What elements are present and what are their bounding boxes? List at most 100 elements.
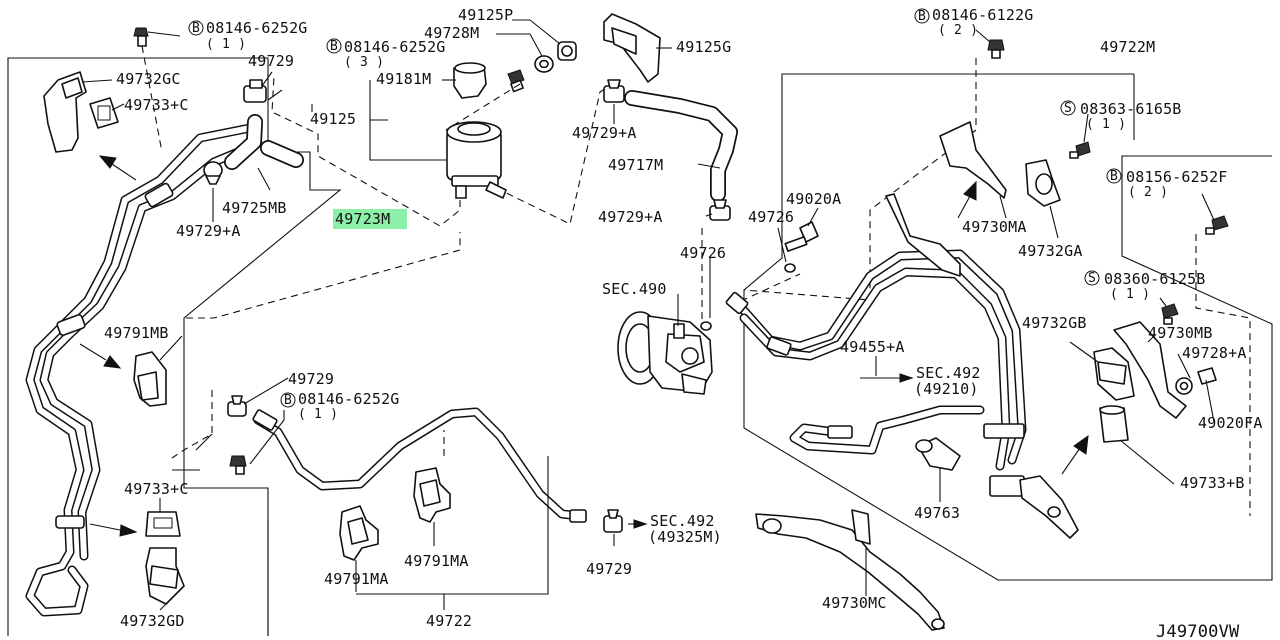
bolt-08156-6252F xyxy=(1205,215,1229,235)
label-49125P: 49125P xyxy=(458,6,513,24)
bracket-49732GB xyxy=(1093,347,1135,401)
clamp-49729-bot xyxy=(603,509,623,533)
label-49730MB: 49730MB xyxy=(1148,324,1213,342)
bracket-49732GC xyxy=(43,71,87,153)
insulator-49733C-top xyxy=(89,97,119,129)
label-49733B: 49733+B xyxy=(1180,474,1245,492)
prefix-s-2: S xyxy=(1088,271,1096,286)
label-08146-6252G-top-qty: ( 1 ) xyxy=(206,37,246,52)
label-49729-bot: 49729 xyxy=(586,560,632,578)
reservoir-tank-49125 xyxy=(446,121,507,199)
prefix-b-2: B xyxy=(330,39,338,54)
power-steering-pump xyxy=(617,311,713,395)
label-49728M: 49728M xyxy=(424,24,479,42)
clamp-49729A-mid xyxy=(603,79,625,103)
leaders-mid xyxy=(243,377,648,610)
bolt-08146-6122G xyxy=(987,39,1005,59)
label-08156-6252F: 08156-6252F xyxy=(1126,168,1228,186)
reservoir-outline xyxy=(271,75,617,227)
prefix-b-3: B xyxy=(284,393,292,408)
label-08146-6122G: 08146-6122G xyxy=(932,6,1034,24)
label-49020A: 49020A xyxy=(786,190,841,208)
leaders-hose xyxy=(613,104,721,320)
label-49020FA: 49020FA xyxy=(1198,414,1263,432)
assembly-arrows-right xyxy=(860,180,1089,475)
label-49728A: 49728+A xyxy=(1182,344,1247,362)
label-49732GC: 49732GC xyxy=(116,70,181,88)
return-tube-49722 xyxy=(252,407,587,523)
seal-49726 xyxy=(700,263,796,331)
bracket-49732GA xyxy=(1025,159,1061,207)
bolt-08146-6252G-low xyxy=(229,455,247,475)
clip-49791MB xyxy=(133,351,167,407)
label-08360-6125B-qty: ( 1 ) xyxy=(1110,287,1150,302)
label-49732GA: 49732GA xyxy=(1018,242,1083,260)
bracket-49730MB xyxy=(1113,321,1187,419)
label-49763: 49763 xyxy=(914,504,960,522)
mid-assembly-outline xyxy=(171,232,461,459)
hose-49717M xyxy=(624,90,738,202)
bracket-49125G xyxy=(603,13,661,83)
clamp-49729-top xyxy=(243,79,267,103)
label-08146-6252G-mid-qty: ( 3 ) xyxy=(344,55,384,70)
label-49733C-top: 49733+C xyxy=(124,96,189,114)
leaders-right xyxy=(865,29,1215,596)
grommet-49125P xyxy=(557,41,577,61)
label-SEC492-b: SEC.492 xyxy=(916,364,981,382)
label-49181M: 49181M xyxy=(376,70,431,88)
hose-49725MB xyxy=(224,114,304,170)
label-SEC492-b-sub: (49210) xyxy=(914,380,979,398)
screw-08360-6125B xyxy=(1161,303,1179,325)
label-49732GB: 49732GB xyxy=(1022,314,1087,332)
prefix-b-4: B xyxy=(918,9,926,24)
label-49791MA-a: 49791MA xyxy=(324,570,389,588)
left-assembly-outline xyxy=(7,57,342,636)
prefix-b-5: B xyxy=(1110,169,1118,184)
label-49723M: 49723M xyxy=(335,210,390,228)
bolt-49125-mount xyxy=(507,69,525,93)
prefix-s-1: S xyxy=(1064,101,1072,116)
clip-49791MA-b xyxy=(413,467,451,523)
label-08363-6165B-qty: ( 1 ) xyxy=(1086,117,1126,132)
label-49729A-mid: 49729+A xyxy=(572,124,637,142)
label-49729A-left: 49729+A xyxy=(176,222,241,240)
right-assembly-outline xyxy=(743,58,1273,581)
clamp-49729-mid xyxy=(227,395,247,417)
label-49730MA: 49730MA xyxy=(962,218,1027,236)
label-49455A: 49455+A xyxy=(840,338,905,356)
highlight-49723M xyxy=(333,209,407,229)
pipe-clamps-left xyxy=(55,182,174,529)
label-SEC492-a-sub: (49325M) xyxy=(648,528,722,546)
label-49791MB: 49791MB xyxy=(104,324,169,342)
label-08156-6252F-qty: ( 2 ) xyxy=(1128,185,1168,200)
small-tube-sec492 xyxy=(789,405,985,455)
clamp-49729A-left xyxy=(203,161,223,185)
bolt-08146-6252G-top xyxy=(133,27,149,47)
bracket-49730MC xyxy=(755,509,945,631)
label-49125: 49125 xyxy=(310,110,356,128)
leaders-reservoir xyxy=(311,19,672,112)
bracket-49732GD xyxy=(145,547,185,605)
label-49791MA-b: 49791MA xyxy=(404,552,469,570)
clip-49791MA-a xyxy=(339,505,379,561)
prefix-b-1: B xyxy=(192,21,200,36)
label-49729A-low: 49729+A xyxy=(598,208,663,226)
bolt-49020A xyxy=(784,207,819,252)
insulator-49733C-bottom xyxy=(145,511,181,537)
label-49733C-bottom: 49733+C xyxy=(124,480,189,498)
screw-08363-6165B xyxy=(1069,141,1091,159)
label-08146-6252G-low-qty: ( 1 ) xyxy=(298,407,338,422)
label-49725MB: 49725MB xyxy=(222,199,287,217)
label-08360-6125B: 08360-6125B xyxy=(1104,270,1206,288)
label-49726-a: 49726 xyxy=(748,208,794,226)
bolt-49020FA xyxy=(1197,367,1217,385)
insulator-49733B xyxy=(1099,405,1129,443)
label-08146-6252G-low: 08146-6252G xyxy=(298,390,400,408)
clamp-49729A-low xyxy=(709,199,731,221)
label-49722: 49722 xyxy=(426,612,472,630)
bracket-49730MA xyxy=(885,121,1007,277)
label-08146-6252G-mid: 08146-6252G xyxy=(344,38,446,56)
label-49732GD: 49732GD xyxy=(120,612,185,630)
assembly-arrows-left xyxy=(79,155,138,537)
